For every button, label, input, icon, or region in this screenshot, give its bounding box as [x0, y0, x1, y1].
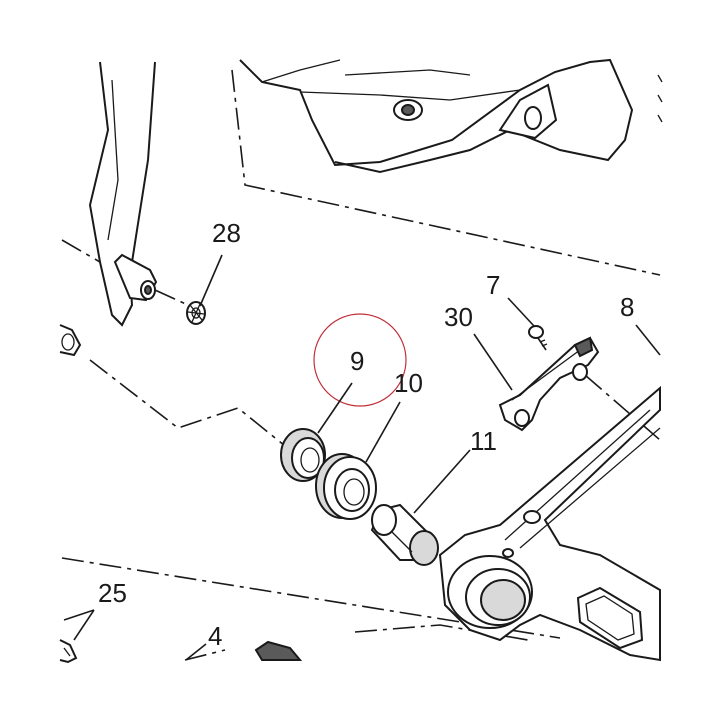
callout-4: 4: [208, 621, 222, 651]
chain-guide-bracket-30: [498, 336, 600, 432]
washer-28: [186, 301, 206, 325]
leader-9: [317, 382, 353, 434]
leader-25-a: [63, 609, 95, 621]
bearing-seal-9: [280, 428, 326, 482]
leader-4: [185, 643, 207, 661]
callout-30: 30: [444, 302, 473, 332]
spacer-sleeve-11: [370, 503, 439, 566]
axis-line-washer: [154, 289, 189, 306]
bearing-10: [315, 453, 377, 520]
leader-7: [507, 297, 535, 327]
callout-11: 11: [470, 426, 497, 456]
top-cover-part: [239, 58, 663, 174]
callout-10: 10: [394, 368, 423, 398]
callout-labels: 28 7 30 8 9 10 11 25 4: [98, 218, 634, 651]
axis-line-bracket: [584, 374, 661, 441]
leader-28: [199, 254, 223, 307]
callout-28: 28: [212, 218, 241, 248]
left-edge-bushing: [59, 324, 82, 357]
axis-line-left-upper: [61, 239, 101, 263]
callout-7: 7: [486, 270, 500, 300]
left-bracket-arm: [88, 61, 158, 327]
leader-25-b: [73, 609, 95, 641]
leader-lines: [63, 254, 661, 661]
leader-11: [413, 449, 471, 514]
axis-line-bottom-left: [184, 649, 226, 661]
swingarm-cutout: [576, 586, 644, 650]
callout-9: 9: [350, 346, 364, 376]
part-4-fragment: [254, 640, 303, 661]
swingarm-part: [438, 385, 661, 662]
axis-line-top-cover: [231, 69, 661, 276]
screw-7: [528, 325, 548, 351]
leader-8: [635, 324, 661, 356]
leader-30: [473, 333, 513, 391]
part-25-fragment: [59, 639, 78, 664]
leader-10: [365, 401, 401, 463]
callout-8: 8: [620, 292, 634, 322]
highlight-circle-callout-9: [313, 313, 407, 407]
axis-line-bearing: [89, 359, 301, 459]
callout-25: 25: [98, 578, 127, 608]
